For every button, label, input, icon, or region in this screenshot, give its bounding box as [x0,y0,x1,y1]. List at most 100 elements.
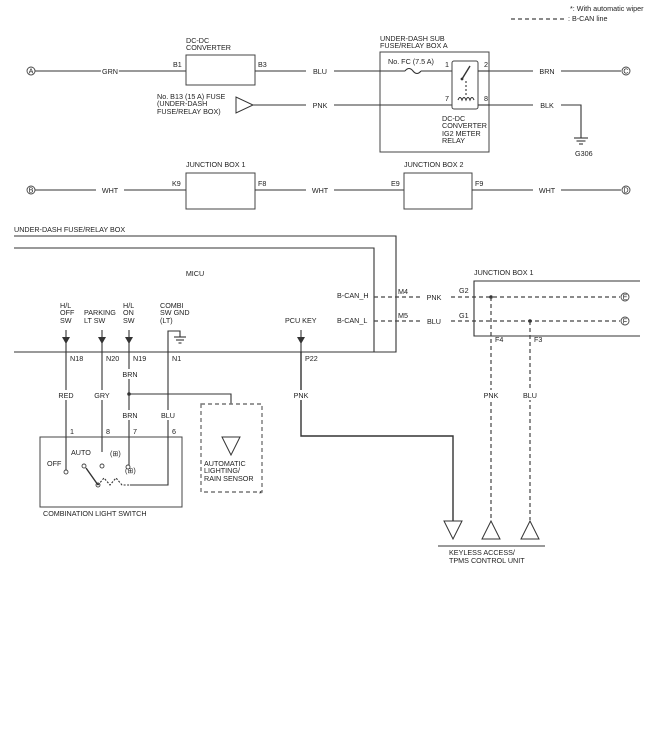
rain-sensor-input-icon [221,436,241,457]
can-h-drop-label: PNK [484,391,499,400]
wire-pnk-p22-label: PNK [294,391,309,400]
jb1-top-title: JUNCTION BOX 1 [186,160,246,169]
terminal-f [620,316,630,326]
jb1-right-pin-f3: F3 [534,335,542,344]
jb2-top-box [403,172,473,210]
keyless-can-h-output-icon [481,519,501,540]
sub-box-fuse-label: No. FC (7.5 A) [388,57,434,66]
legend: *: With automatic wiper : B-CAN line [511,4,644,23]
sub-box-pin-7: 7 [445,94,449,103]
keyless-line1: KEYLESS ACCESS/ [449,548,515,557]
micu-label: MICU [186,269,204,278]
sub-box-pin-8: 8 [484,94,488,103]
wire-gry-label-bg [92,390,114,400]
wire-label-blu-a: BLU [313,67,327,76]
wire-label-grn: GRN [102,67,118,76]
cls-contact-auto-icon [81,463,87,469]
wire-pnk-p22 [300,352,454,521]
combi-gnd-ground-icon [174,336,186,344]
terminal-f-label: F [623,317,628,326]
wire-label-pnk-bg [306,100,334,110]
relay-switch-pivot [460,77,464,81]
cls-contact-park-icon [99,463,105,469]
rain-sensor-line2: LIGHTING/ [204,466,240,475]
pin-p22: P22 [305,354,318,363]
terminal-c-label: C [623,67,628,76]
wire-red-label-bg [56,390,78,400]
cls-pin-1: 1 [70,427,74,436]
ground-g306-icon [574,137,588,145]
jb1-top-box [185,172,256,210]
wire-brn-1-label: BRN [122,370,137,379]
sub-box-pin-2: 2 [484,60,488,69]
cls-pin-6: 6 [172,427,176,436]
dcdc-pin-b1: B1 [173,60,182,69]
wire-label-wht2-bg [306,185,334,195]
dcdc-title-1: DC-DC [186,36,209,45]
udfb-frame [14,235,397,353]
terminal-d [621,185,631,195]
combi-gnd-wire [167,330,181,352]
micu-input-hl-off-1: H/L [60,301,71,310]
sub-fuse-relay-box: UNDER-DASH SUB FUSE/RELAY BOX A No. FC (… [379,34,593,158]
fuse-b13-line3: FUSE/RELAY BOX) [157,107,221,116]
cls-contact-off-icon [63,469,69,475]
fuse-fc-icon [404,67,422,75]
cls-symbol-1: (⊞) [110,449,121,458]
relay-label-1: DC-DC [442,114,465,123]
dcdc-pin-b3: B3 [258,60,267,69]
micu-input-hl-on-2: ON [123,308,134,317]
terminal-b-label: B [29,186,34,195]
can-l-wire-label-bg [420,316,448,326]
micu-pins: N18 N20 N19 N1 P22 M4 M5 [70,287,408,363]
relay-icon [451,60,479,110]
rain-sensor-line3: RAIN SENSOR [204,474,254,483]
pin-n20: N20 [106,354,119,363]
wire-label-grn-text: GRN [102,67,118,76]
can-h-label: B-CAN_H [337,291,369,300]
jb1-top-pin-f8: F8 [258,179,266,188]
wire-label-wht-1: WHT [102,186,119,195]
cls-inner-blu [130,437,169,486]
terminal-e [620,292,630,302]
wire-label-wht-3: WHT [539,186,556,195]
keyless-tpms-unit: KEYLESS ACCESS/ TPMS CONTROL UNIT [438,519,545,565]
udfb-title: UNDER-DASH FUSE/RELAY BOX [14,225,125,234]
sub-box-pin-1: 1 [445,60,449,69]
pin-n18: N18 [70,354,83,363]
terminal-c [621,66,631,76]
rain-sensor: AUTOMATIC LIGHTING/ RAIN SENSOR * [200,403,263,498]
relay-coil-icon [457,96,475,102]
micu-input-combi-1: COMBI [160,301,184,310]
jb2-top-title: JUNCTION BOX 2 [404,160,464,169]
ground-g306-label: G306 [575,149,593,158]
wire-brn-2-label: BRN [122,411,137,420]
dcdc-converter-box [185,54,256,86]
jb1-right-pin-g1: G1 [459,311,469,320]
cls-switch-lever-icon [85,467,99,486]
pin-m5: M5 [398,311,408,320]
micu-input-hl-on-1: H/L [123,301,134,310]
cls-label-off: OFF [47,459,62,468]
cls-pin-7: 7 [133,427,137,436]
wire-label-wht-2: WHT [312,186,329,195]
wire-label-wht3-bg [533,185,561,195]
under-dash-fuse-relay-box: UNDER-DASH FUSE/RELAY BOX MICU H/L OFF S… [14,225,397,353]
micu-input-parking-1: PARKING [84,308,116,317]
fuse-b13-line2: (UNDER-DASH [157,99,207,108]
jb2-top-pin-e9: E9 [391,179,400,188]
micu-input-parking-2: LT SW [84,316,106,325]
micu-input-hl-on-3: SW [123,316,135,325]
can-h-drop-label-bg [480,390,504,400]
wire-red-label: RED [58,391,73,400]
wire-label-blk-bg [533,100,561,110]
rain-sensor-star: * [259,489,262,498]
keyless-can-l-output-icon [520,519,540,540]
terminal-e-label: E [623,293,628,302]
sub-box-title-1: UNDER-DASH SUB [380,34,445,43]
can-h-wire-label-bg [420,292,448,302]
jb1-right-frame [473,280,640,337]
pin-n1: N1 [172,354,181,363]
terminal-d-label: D [623,186,628,195]
pin-n19: N19 [133,354,146,363]
